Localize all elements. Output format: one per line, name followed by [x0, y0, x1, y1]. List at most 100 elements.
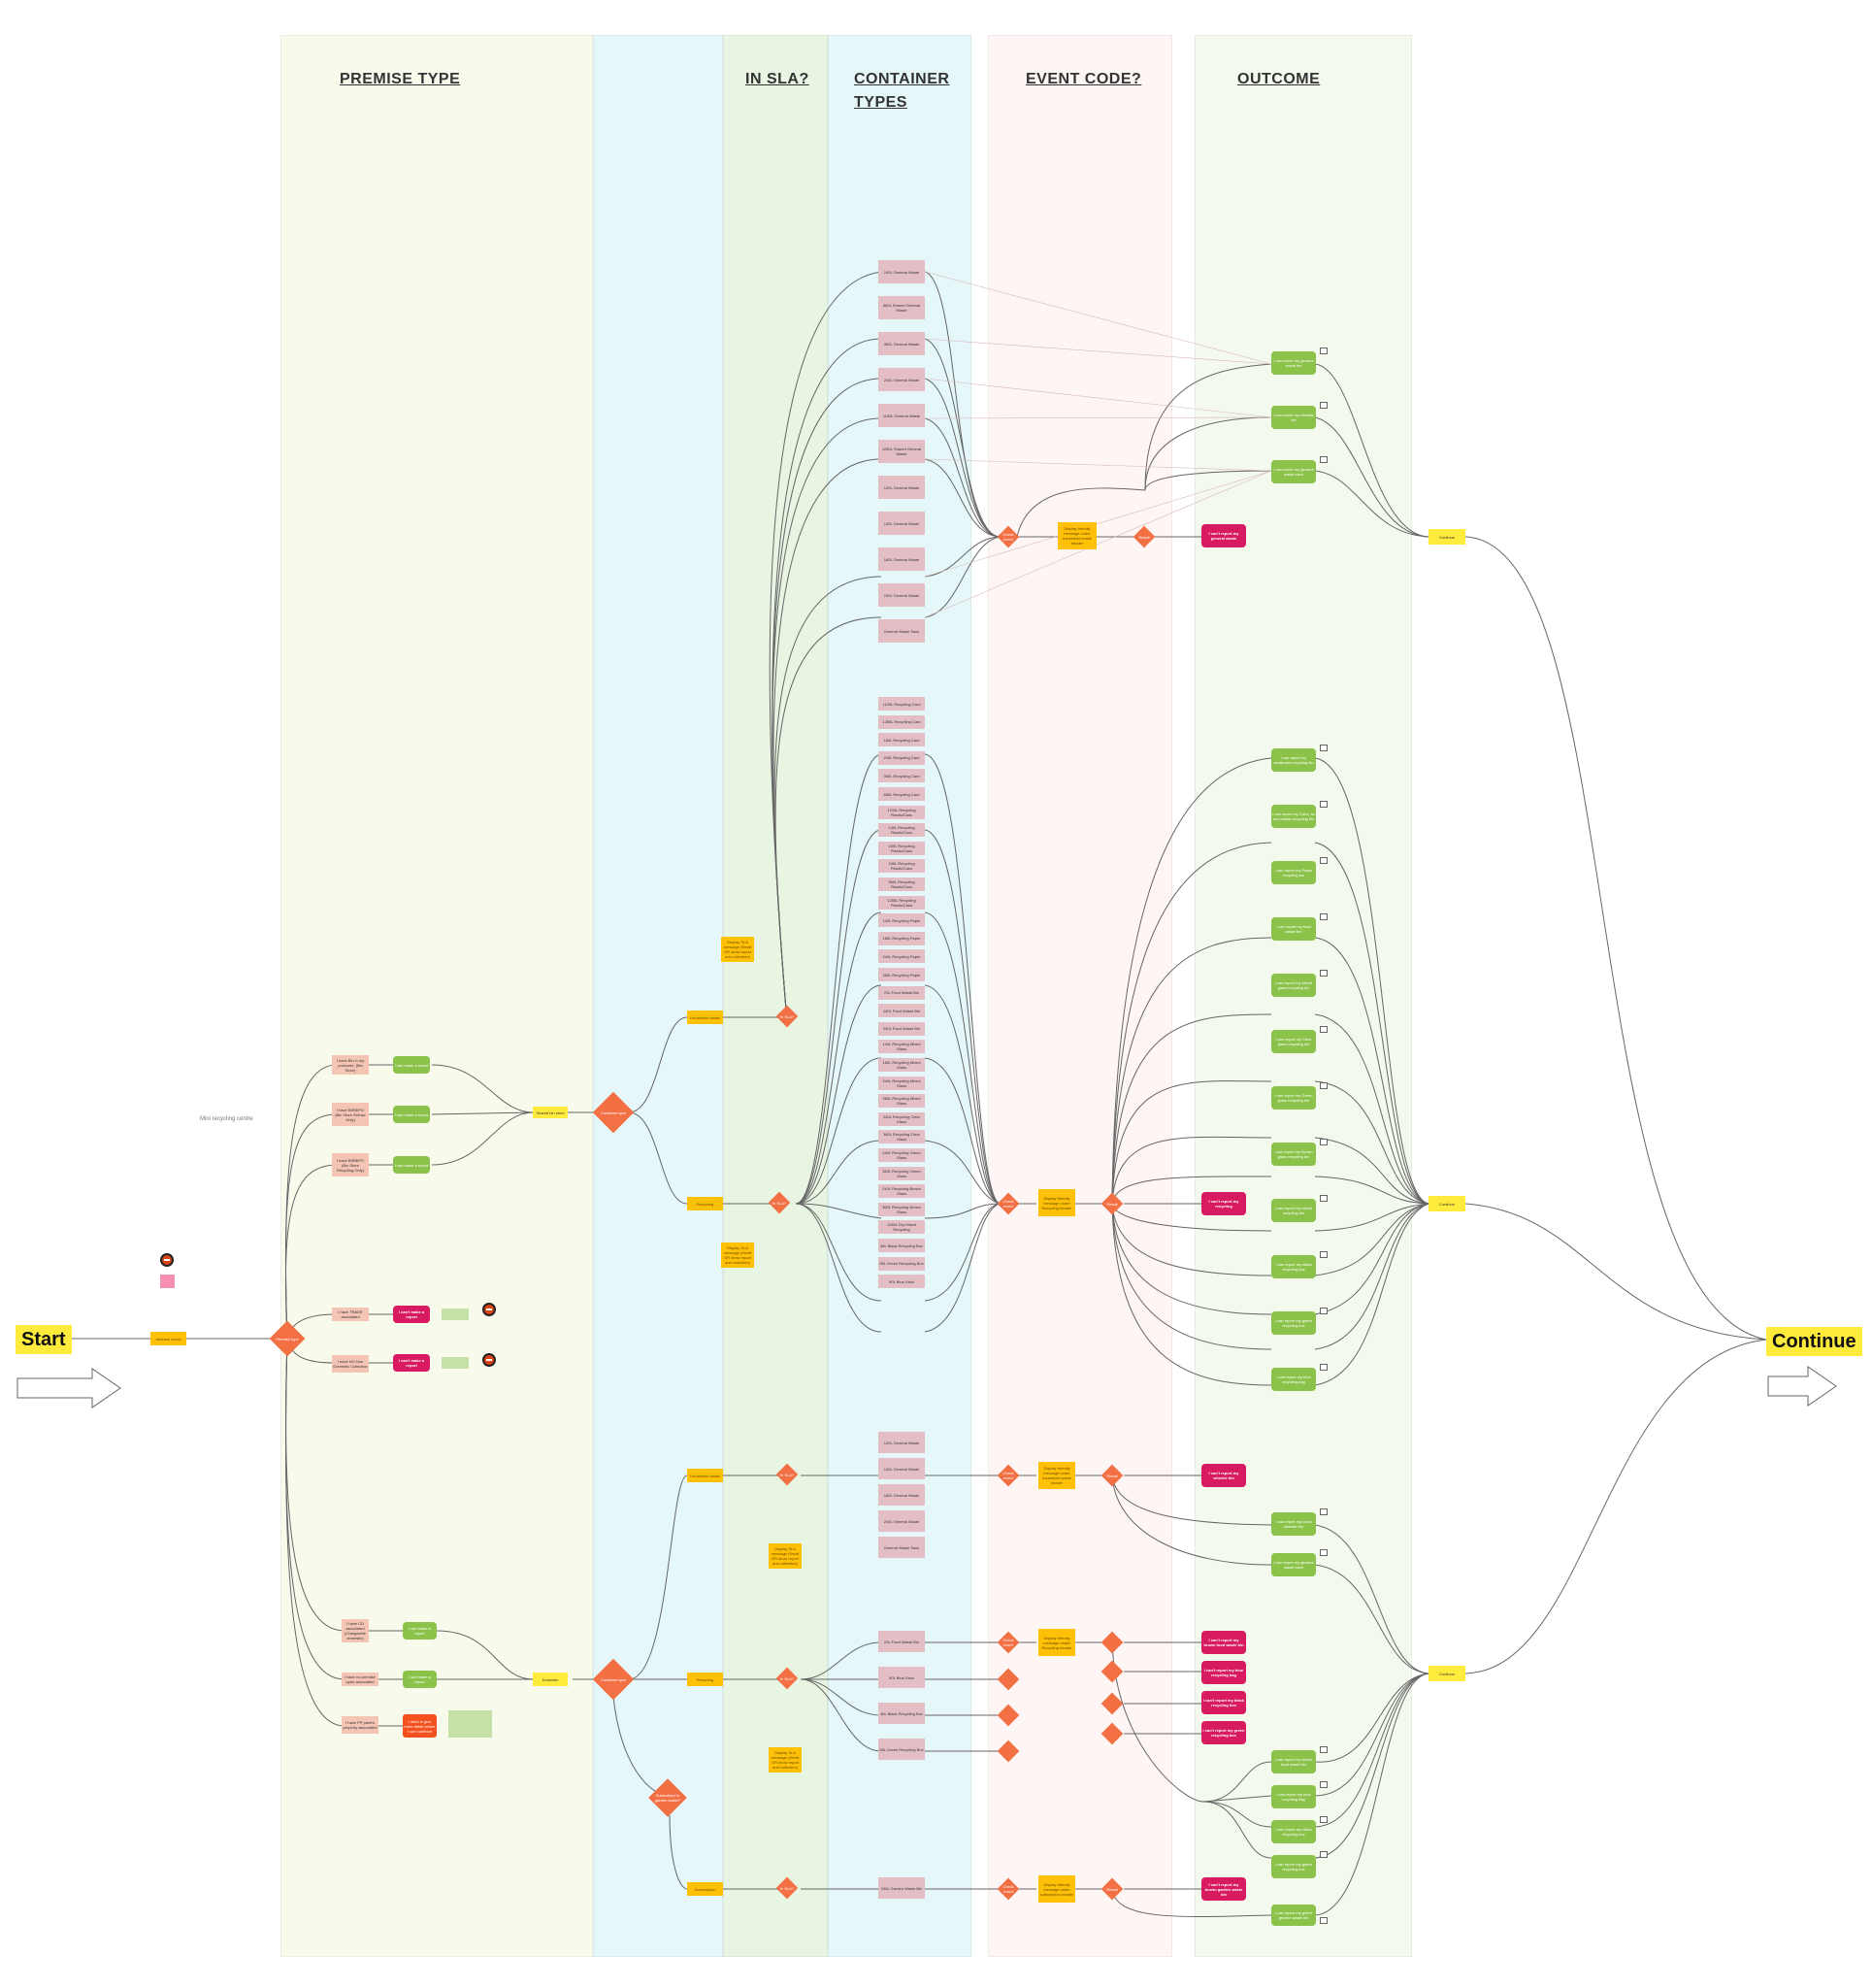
checkbox-icon	[1320, 913, 1328, 920]
container-item: 46L Black Recycling Box	[878, 1239, 925, 1252]
subscribed-diamond-label: Subscribed to garden waste?	[654, 1793, 681, 1803]
cant-make-report-1: I can't make a report	[393, 1306, 430, 1323]
container-item: 240L Recycling Mixed Glass	[878, 1076, 925, 1090]
outcome-can-report: I can report my brown food waste bin	[1271, 1750, 1316, 1773]
premise-bin-recycling: I have BIRBIPO (Bin Store Recycling Only…	[332, 1153, 369, 1176]
sticky-note-pink	[160, 1275, 175, 1288]
continue-small-1: Continue	[1429, 529, 1465, 545]
continue-label: Continue	[1766, 1327, 1862, 1356]
checkbox-icon	[1320, 402, 1328, 409]
container-item: 120L General Waste	[878, 1432, 925, 1453]
container-item: 240L General Waste	[878, 1510, 925, 1532]
outcome-can-report: I can report my cardboard recycling bin	[1271, 748, 1316, 772]
container-item: 180L Recycling Card	[878, 733, 925, 747]
checkbox-icon	[1320, 970, 1328, 977]
checkbox-icon	[1320, 857, 1328, 864]
result-diamond-1-label: Result	[1138, 534, 1150, 540]
container-type-diamond-1-label: Container type	[600, 1110, 626, 1115]
outcome-can-report: I can report my Brown glass recycling bi…	[1271, 1143, 1316, 1166]
container-item: 660L Recycling Card	[878, 787, 925, 801]
lane-premise-type	[280, 35, 593, 1957]
outcome-can-report: I can report my Clear glass recycling bi…	[1271, 1030, 1316, 1053]
shared-bin-store: Shared bin store	[533, 1107, 568, 1118]
subscription: Subscription	[687, 1882, 723, 1896]
can-make-report-2: I can make a report	[393, 1106, 430, 1123]
continue-small-3: Continue	[1429, 1666, 1465, 1681]
checkbox-icon	[1320, 1816, 1328, 1823]
lane-title-premise: PREMISE TYPE	[340, 71, 461, 87]
premise-bin-refuse: I have BIRBIPO (Bin Store Refuse Only)	[332, 1103, 369, 1126]
premise-bin-store: I have Bin in my postcode. (Bin Store)	[332, 1055, 369, 1075]
premise-type-diamond-label: Premise type	[276, 1336, 299, 1342]
display-friendly-5: Display friendly message under subscript…	[1038, 1875, 1075, 1903]
container-item: 1280L Dry Mixed Recycling	[878, 1220, 925, 1235]
cant-report-garden: I can't report my brown garden waste bin	[1201, 1877, 1246, 1901]
container-item: 240L General Waste	[878, 583, 925, 607]
checkbox-icon	[1320, 1549, 1328, 1556]
in-sla-diamond-5-label: In SLA?	[779, 1885, 795, 1891]
checkbox-icon	[1320, 745, 1328, 751]
premise-cd: I have CD associated (Chargeable domesti…	[342, 1619, 369, 1642]
result-diamond-3-label: Result	[1106, 1473, 1118, 1478]
container-item: 240L Food Waste Bin	[878, 1021, 925, 1036]
container-item: 360L Recycling Mixed Glass	[878, 1094, 925, 1109]
need-more-detail: I need to give more detail before I can …	[403, 1714, 437, 1738]
checkbox-icon	[1320, 1746, 1328, 1753]
premise-pp-parent: I have PP parent property associated	[342, 1716, 378, 1734]
display-friendly-3: Display friendly message under household…	[1038, 1462, 1075, 1489]
stop-icon-3	[482, 1353, 496, 1367]
outcome-cant-report: I can't report my green recycling box	[1201, 1721, 1246, 1744]
mini-recycling-label: Mini recycling centre	[200, 1116, 253, 1122]
checkbox-icon	[1320, 1139, 1328, 1145]
display-friendly-2: Display friendly message under Recycling…	[1038, 1189, 1075, 1216]
container-item: 140L Recycling Paper	[878, 913, 925, 928]
container-item: 140L General Waste	[878, 512, 925, 535]
container-item: 90L Blue Sack	[878, 1667, 925, 1688]
container-item: 140L Food Waste Bin	[878, 1004, 925, 1018]
container-item: 140L General Waste	[878, 1458, 925, 1479]
container-item: 1280L Recycling Card	[878, 714, 925, 729]
outcome-cant-report: I can't report my black recycling box	[1201, 1691, 1246, 1714]
premise-no-domestic: I have NO Non Domestic Collection	[332, 1355, 369, 1373]
container-item: 360L Recycling Card	[878, 769, 925, 783]
event-diamond-3-label: Check event	[1002, 1471, 1014, 1480]
cant-report-wheelie: I can't report my wheelie bin	[1201, 1464, 1246, 1487]
household-waste-1: Household waste	[687, 1011, 723, 1024]
container-item: 180L General Waste	[878, 547, 925, 571]
event-diamond-4-label: Check event	[1002, 1638, 1014, 1647]
lane-title-sla: IN SLA?	[745, 71, 809, 87]
container-item: 23L Food Waste Bin	[878, 1631, 925, 1652]
result-diamond-2-label: Result	[1106, 1201, 1118, 1207]
container-item: 120L General Waste	[878, 476, 925, 499]
container-item: General Waste Sack	[878, 1537, 925, 1558]
checkbox-icon	[1320, 1781, 1328, 1788]
outcome-can-report: I can report my black recycling box	[1271, 1820, 1316, 1843]
continue-small-2: Continue	[1429, 1196, 1465, 1211]
outcome-cant-report: I can't report my blue recycling bag	[1201, 1661, 1246, 1684]
outcome-can-report: I can report my general waste sack	[1271, 460, 1316, 483]
start-label: Start	[16, 1325, 72, 1354]
container-item: 180L Recycling Paper	[878, 931, 925, 945]
in-sla-diamond-1-label: In SLA?	[779, 1013, 795, 1019]
container-item: 1100L General Waste	[878, 404, 925, 427]
premise-trade: I have TRADE associated	[332, 1308, 369, 1321]
stop-icon-2	[482, 1303, 496, 1316]
container-item: 140L Recycling Mixed Glass	[878, 1040, 925, 1054]
container-item: 660L Shared General Waste	[878, 296, 925, 319]
sticky-note-3	[448, 1710, 492, 1738]
outcome-can-report: I can report my Green glass recycling bi…	[1271, 1086, 1316, 1110]
checkbox-icon	[1320, 1195, 1328, 1202]
container-item: 180L Recycling Mixed Glass	[878, 1058, 925, 1072]
display-sla-2: Display SLA message (Small OR show repor…	[721, 1242, 754, 1268]
lane-in-sla	[723, 35, 828, 1957]
sticky-note-2	[442, 1357, 469, 1369]
container-item: 23L Food Waste Bin	[878, 985, 925, 1000]
container-item: 240L General Waste	[878, 260, 925, 283]
checkbox-icon	[1320, 801, 1328, 808]
outcome-can-report: I can report my food waste bin	[1271, 917, 1316, 941]
sticky-note-1	[442, 1309, 469, 1320]
container-item: 360L Recycling Green Glass	[878, 1166, 925, 1180]
container-item: 240L Recycling Brown Glass	[878, 1184, 925, 1199]
outcome-can-report: I can report my green recycling box	[1271, 1855, 1316, 1878]
